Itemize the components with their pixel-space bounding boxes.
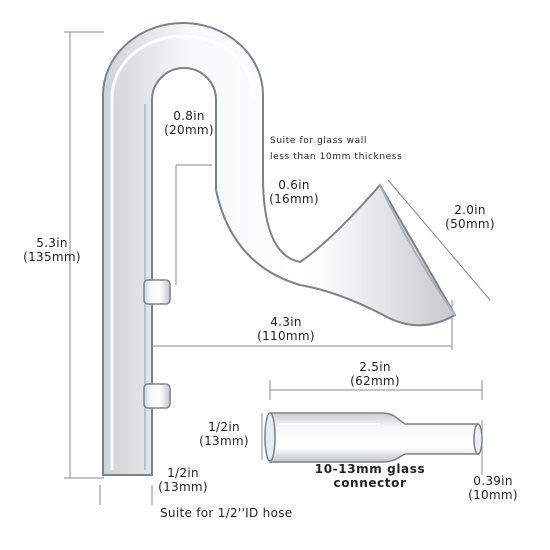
connector-inner-in: 0.39in: [473, 474, 513, 488]
hose-note: Suite for 1/2''ID hose: [160, 506, 292, 520]
funnel-dimension-line: [387, 179, 491, 301]
tube-gap-mm: (20mm): [164, 123, 214, 137]
connector-length-in: 2.5in: [359, 360, 391, 374]
funnel-in: 2.0in: [454, 203, 486, 217]
connector-name-line-1: 10-13mm glass: [314, 462, 426, 476]
height-label: 5.3in (135mm): [22, 236, 82, 264]
connector-length-label: 2.5in (62mm): [342, 360, 408, 388]
wall-note-line-2: less than 10mm thickness: [270, 152, 403, 162]
tube-gap-in: 0.8in: [173, 109, 205, 123]
reach-label: 4.3in (110mm): [248, 315, 324, 343]
connector-outer-in: 1/2in: [208, 420, 240, 434]
wall-note: Suite for glass wall less than 10mm thic…: [270, 133, 402, 165]
tube-diameter-mm: (16mm): [269, 192, 319, 206]
glass-connector: [264, 412, 483, 463]
connector-inner-label: 0.39in (10mm): [464, 474, 522, 502]
suction-cup-mount-lower: [143, 383, 171, 409]
hose-note-text: Suite for 1/2''ID hose: [160, 506, 293, 520]
connector-length-mm: (62mm): [350, 374, 400, 388]
connector-name-line-2: connector: [333, 476, 407, 490]
reach-mm: (110mm): [257, 329, 315, 343]
height-in: 5.3in: [36, 236, 68, 250]
connector-inner-mm: (10mm): [468, 488, 518, 502]
inlet-in: 1/2in: [167, 466, 199, 480]
suction-cup-mount-upper: [143, 279, 171, 305]
tube-diameter-in: 0.6in: [278, 178, 310, 192]
reach-in: 4.3in: [270, 315, 302, 329]
connector-name: 10-13mm glass connector: [306, 462, 434, 490]
height-mm: (135mm): [23, 250, 81, 264]
connector-outer-label: 1/2in (13mm): [196, 420, 252, 448]
inlet-mm: (13mm): [158, 480, 208, 494]
connector-outer-mm: (13mm): [199, 434, 249, 448]
tube-gap-label: 0.8in (20mm): [152, 109, 226, 137]
inlet-label: 1/2in (13mm): [156, 466, 210, 494]
tube-diameter-label: 0.6in (16mm): [266, 178, 322, 206]
wall-note-line-1: Suite for glass wall: [270, 136, 367, 146]
funnel-label: 2.0in (50mm): [440, 203, 500, 231]
funnel-mm: (50mm): [445, 217, 495, 231]
glass-lily-pipe: [102, 22, 457, 476]
